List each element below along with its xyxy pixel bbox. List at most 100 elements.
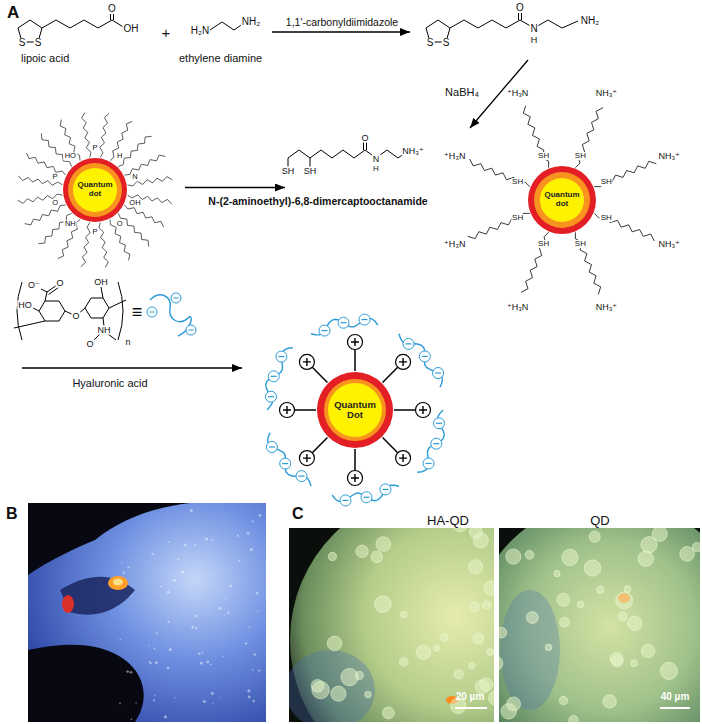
repeat-index: n [124,338,131,347]
quantum-dot: Quantum dot [5,100,185,275]
negative-charge [361,492,372,503]
ligand-stalk [383,368,398,383]
repeat-brackets [17,282,123,340]
atom-label: P [91,228,98,236]
cell [328,552,336,560]
cell [577,601,584,608]
speckle [149,661,151,663]
compound-name: ethylene diamine [178,53,263,64]
minus-sign [298,476,304,477]
speckle [119,639,121,641]
speckle [181,570,184,573]
cell [616,592,633,609]
quantum-dot-shell [63,158,127,222]
speckle [194,544,196,546]
alkyl-chain [288,150,405,158]
plus-sign [419,406,427,414]
minus-sign [382,489,388,490]
ligand-arm [470,159,530,187]
cell [526,612,538,624]
plus-sign [303,358,311,366]
atom-label: SH [600,214,613,222]
compound-name: lipoic acid [20,53,70,64]
tissue-fold [60,577,135,615]
hyaluronan-chain [399,334,442,387]
cell [473,633,484,644]
cell [433,645,439,651]
minus-sign [433,443,439,444]
atom-label: H [116,152,123,160]
substituent-bonds [93,287,116,341]
atom-label: NH [97,326,112,335]
speckle [250,548,253,551]
speckle [160,586,162,588]
speckle [238,560,240,562]
sugar-ring [85,298,109,318]
quantum-dot-shell [534,172,590,228]
minus-sign [278,356,284,357]
negative-charge [433,368,444,379]
atom-label: H [530,36,539,45]
cell [499,656,503,671]
atom-label: N [529,24,538,34]
equivalence-sign: ≡ [131,303,144,321]
speckle [168,541,170,543]
chain-bonds [14,300,126,328]
minus-sign [268,396,274,397]
ligand-chain [124,205,163,227]
speckle [119,702,121,704]
atom-label: NH₂ [580,16,600,26]
cell [376,537,391,552]
atom-label: SH [574,240,587,248]
hyaluronan-symbol [147,293,196,336]
minus-sign [174,298,179,299]
atom-label: O [360,134,369,143]
reagent-name: NaBH₄ [444,87,480,98]
cell [545,644,552,651]
ligand-chain [38,213,71,243]
atom-label: HO [64,152,77,160]
cell [525,550,534,559]
speckle [174,697,175,698]
atom-label: O [71,312,80,321]
ligand-stalk [313,438,328,453]
speckle [247,532,250,535]
reagent-name: 1,1'-carbonyldiimidazole [285,17,399,28]
atom-label: N [131,173,138,181]
minus-sign [362,319,368,320]
speckle [218,607,221,610]
minus-sign [189,330,194,331]
speckle [167,591,170,594]
quantum-dot-shell [324,379,386,441]
cell [559,696,567,704]
speckle [154,694,156,696]
speckle [190,509,193,512]
speckle [198,653,200,655]
quantum-dot-core [540,178,584,222]
speckle [203,700,206,703]
speckle [257,610,259,612]
ethylene-chain [210,22,244,30]
negative-charge [186,325,196,335]
plus-sign [283,406,291,414]
speckle [167,667,170,670]
atom-label: ⁺H₃N [443,151,466,160]
minus-sign [426,463,432,464]
negative-charge [296,471,307,482]
ligand-stalk [354,350,356,371]
ligand-chain [41,133,71,166]
speckle [155,661,158,664]
speckle [126,670,129,673]
ligand-stalk [354,449,356,470]
atom-label: O [107,4,117,14]
scale-bar [455,707,487,709]
ligand-chain [25,205,66,225]
speckle [245,642,247,644]
speckle [210,663,212,665]
cell [356,545,368,557]
plus-sign [399,454,407,462]
cell [628,616,642,630]
atom-label: NH₃⁺ [595,303,618,312]
hyaluronan-chain [266,348,293,410]
